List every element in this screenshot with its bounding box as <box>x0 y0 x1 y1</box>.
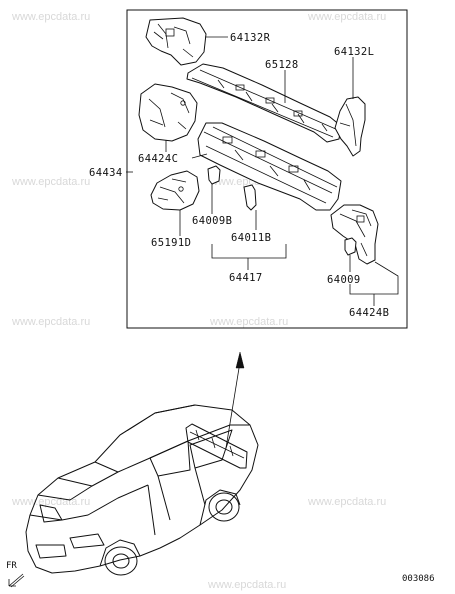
fastener-64009 <box>344 237 357 256</box>
part-label-64424c: 64424C <box>138 153 178 165</box>
fastener-64011b <box>243 184 257 211</box>
bracket-64424c <box>138 83 198 142</box>
bracket-64424b <box>330 204 379 265</box>
part-label-64132l: 64132L <box>334 46 374 58</box>
cross-member-65128 <box>186 63 342 143</box>
leader-line <box>191 153 208 159</box>
part-label-64434: 64434 <box>89 167 123 179</box>
leader-line <box>349 261 399 295</box>
part-label-65191d: 65191D <box>151 237 191 249</box>
cross-member-64417 <box>197 122 342 211</box>
fr-label: FR <box>6 561 17 571</box>
watermark: www.epcdata.ru <box>207 579 286 591</box>
front-direction-indicator: FR <box>6 561 25 588</box>
bracket-65191d <box>150 170 200 211</box>
watermark: www.epcdata.ru <box>11 316 90 328</box>
part-label-64132r: 64132R <box>230 32 271 44</box>
assembly-frame <box>126 9 408 329</box>
part-label-64011b: 64011B <box>231 232 271 244</box>
watermark: www.epcdata.ru <box>11 496 90 508</box>
part-label-64424b: 64424B <box>349 307 389 319</box>
leader-line <box>211 250 287 259</box>
watermark: www.epcdata.ru <box>11 11 90 23</box>
part-label-64009b: 64009B <box>192 215 232 227</box>
bracket-64132l <box>334 96 366 157</box>
watermark: www.epcdata.ru <box>11 176 90 188</box>
part-label-64417: 64417 <box>229 272 263 284</box>
watermark: www.epcdata.ru <box>307 496 386 508</box>
watermark: www.epcdata.ru <box>307 11 386 23</box>
diagram-code: 003086 <box>402 574 435 584</box>
part-label-64009: 64009 <box>327 274 361 286</box>
fastener-64009b <box>207 165 221 185</box>
watermark: www.epcdata.ru <box>209 316 288 328</box>
part-label-65128: 65128 <box>265 59 299 71</box>
bracket-64132r <box>145 17 207 66</box>
vehicle-locator-illustration <box>25 351 259 576</box>
